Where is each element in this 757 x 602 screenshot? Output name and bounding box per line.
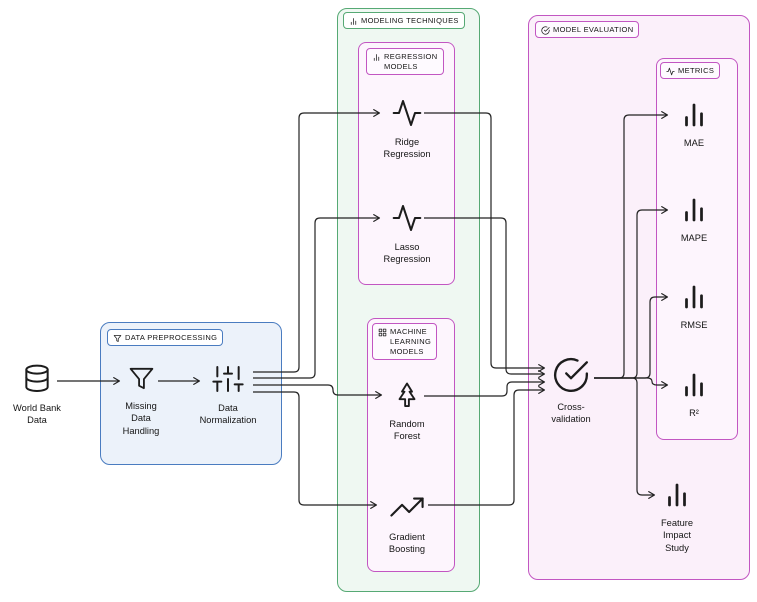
arrow-normalization-to-random-forest [253,384,383,399]
node-data-normalization: Data Normalization [188,363,268,427]
bar-chart-icon [668,483,686,507]
arrow-crossvalidation-to-feature-impact [594,377,656,499]
badge-model-evaluation: MODEL EVALUATION [535,21,640,39]
badge-label: MODELING TECHNIQUES [361,15,459,25]
bar-chart-icon [685,103,703,127]
node-label: Feature Impact Study [660,518,694,553]
node-rmse: RMSE [659,282,729,331]
bar-chart-icon [685,373,703,397]
node-label: R² [689,408,699,418]
node-lasso-regression: Lasso Regression [367,202,447,266]
node-mape: MAPE [659,195,729,244]
node-label: World Bank Data [13,403,61,426]
node-r2: R² [659,370,729,419]
activity-icon [666,67,675,75]
node-label: Cross- validation [551,402,591,425]
arrow-crossvalidation-to-r2 [594,377,669,389]
node-label: Lasso Regression [383,242,431,265]
group-box-metrics [656,58,738,440]
grid-icon [378,328,387,336]
funnel-icon [129,367,153,390]
badge-data-preprocessing: DATA PREPROCESSING [107,329,224,347]
activity-icon [392,205,422,231]
activity-icon [392,100,422,126]
arrow-gradient-boosting-to-crossvalidation [428,386,546,506]
badge-metrics: METRICS [660,62,721,80]
arrow-lasso-to-crossvalidation [424,217,546,378]
node-label: Random Forest [389,419,425,442]
arrow-crossvalidation-to-mae [594,111,669,379]
badge-label: MODEL EVALUATION [553,24,634,34]
bar-chart-icon [350,17,357,25]
badge-label: DATA PREPROCESSING [125,332,218,342]
trending-up-icon [390,497,424,517]
node-label: Ridge Regression [383,137,431,160]
node-feature-impact-study: Feature Impact Study [642,480,712,554]
arrow-normalization-to-gradient-boosting [253,391,378,509]
node-ridge-regression: Ridge Regression [367,97,447,161]
node-label: RMSE [680,320,708,330]
node-cross-validation: Cross- validation [531,356,611,426]
node-label: MAE [683,138,705,148]
arrow-ridge-to-crossvalidation [424,112,546,372]
node-label: Gradient Boosting [388,532,426,555]
bar-chart-icon [373,53,380,61]
arrow-normalization-to-lasso [253,214,381,379]
funnel-icon [113,334,122,342]
bar-chart-icon [685,198,703,222]
badge-label: MACHINE LEARNING MODELS [390,326,432,356]
badge-label: REGRESSION MODELS [384,51,438,71]
node-label: Data Normalization [199,403,257,426]
badge-label: METRICS [678,65,715,75]
badge-regression-models: REGRESSION MODELS [366,48,444,76]
badge-machine-learning-models: MACHINE LEARNING MODELS [372,323,438,361]
arrow-normalization-to-ridge [253,109,381,373]
database-icon [25,364,49,392]
node-missing-data-handling: Missing Data Handling [106,364,176,437]
node-random-forest: Random Forest [367,381,447,443]
node-label: Missing Data Handling [122,401,160,436]
sliders-icon [212,366,244,392]
check-circle-icon [554,357,589,392]
group-box-regression-models [358,42,455,285]
arrow-crossvalidation-to-mape [594,206,669,379]
check-circle-icon [541,25,550,35]
bar-chart-icon [685,285,703,309]
group-box-machine-learning-models [367,318,455,572]
arrow-random-forest-to-crossvalidation [424,378,546,397]
node-gradient-boosting: Gradient Boosting [367,490,447,556]
node-world-bank-data: World Bank Data [2,363,72,427]
node-label: MAPE [680,233,708,243]
node-mae: MAE [659,100,729,149]
tree-icon [398,382,416,407]
badge-modeling-techniques: MODELING TECHNIQUES [343,12,465,30]
